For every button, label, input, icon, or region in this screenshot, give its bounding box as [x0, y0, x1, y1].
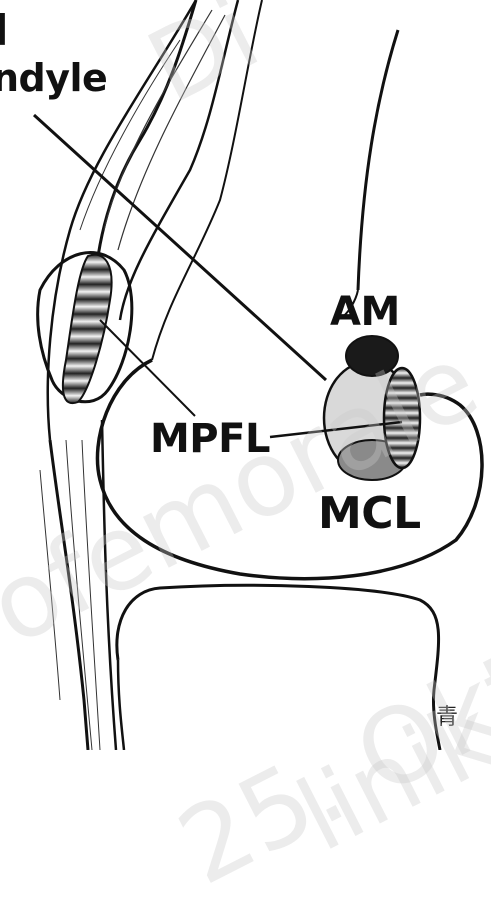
- mcl-label: MCL: [318, 488, 421, 539]
- tibia-anterior: [118, 660, 124, 750]
- tendon-fibre: [104, 10, 212, 230]
- mpfl-leader-line-patella: [100, 320, 195, 416]
- am-label: AM: [330, 289, 400, 335]
- tendon-fibre: [40, 470, 60, 700]
- am-footprint: [346, 336, 398, 376]
- femur-medial-outline: [94, 0, 196, 300]
- mpfl-patellar-band: [63, 255, 112, 403]
- medial-femoral-condyle-outline: [97, 360, 482, 579]
- patellar-tendon-posterior: [102, 420, 116, 750]
- knee-anatomy-drawing: 青: [0, 0, 491, 750]
- condyle-title-line-2: ndyle: [0, 56, 107, 100]
- mpfl-label: MPFL: [150, 416, 270, 462]
- tibial-plateau-outline: [117, 585, 440, 750]
- mpfl-femoral-footprint: [384, 368, 420, 468]
- femur-lateral-outline: [120, 0, 238, 320]
- artist-signature: 青: [436, 705, 458, 730]
- tendon-fibre: [118, 15, 225, 250]
- condyle-title-line-1: l: [0, 6, 8, 55]
- posterior-femur-line: [358, 30, 398, 290]
